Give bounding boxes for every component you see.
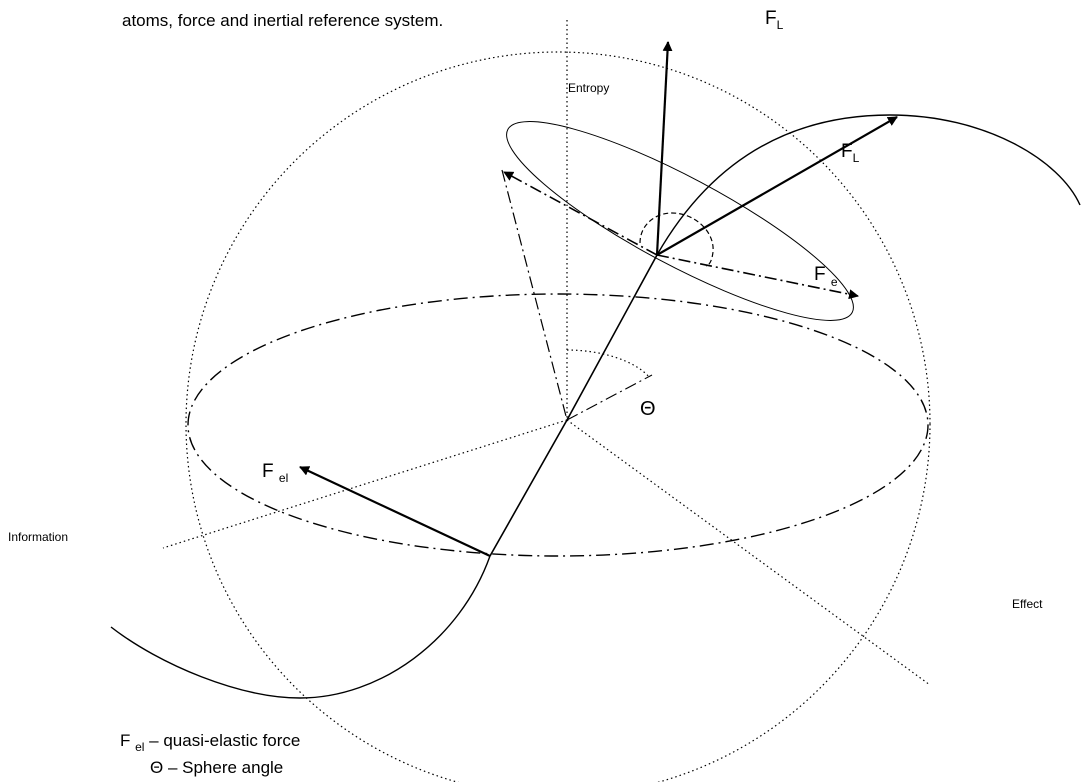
entropy-label: Entropy [568, 81, 609, 95]
information-label: Information [8, 530, 68, 544]
cone-side-line [501, 169, 568, 421]
center-to-fe-line [566, 374, 653, 421]
cone-edge-arrow [503, 171, 658, 256]
fe-label: F e [814, 264, 838, 289]
precession-ellipse [506, 121, 854, 321]
fl-arrow-label: FL [841, 141, 860, 165]
effect-label: Effect [1012, 597, 1043, 611]
fel-label: F el [262, 461, 288, 485]
effect-axis [566, 419, 931, 686]
outer-sphere [185, 51, 931, 782]
theta-label: Θ [640, 398, 656, 420]
legend-theta: Θ – Sphere angle [150, 758, 283, 777]
apex-angle-arc [639, 212, 714, 267]
legend-fel: F el – quasi-elastic force [120, 731, 300, 754]
equator-ellipse [187, 293, 929, 557]
spiral-arc-right [656, 114, 1081, 256]
fe-arrow [656, 254, 859, 300]
fl-top-label: FL [765, 8, 784, 32]
fel-arrow [299, 466, 491, 557]
trajectory-line [489, 254, 658, 557]
spiral-arc-left [110, 555, 491, 699]
theta-arc [566, 349, 651, 379]
caption-text: atoms, force and inertial reference syst… [122, 11, 443, 30]
fl-diagonal-arrow [656, 116, 898, 256]
information-axis [162, 419, 568, 549]
fl-vertical-arrow [655, 41, 673, 256]
